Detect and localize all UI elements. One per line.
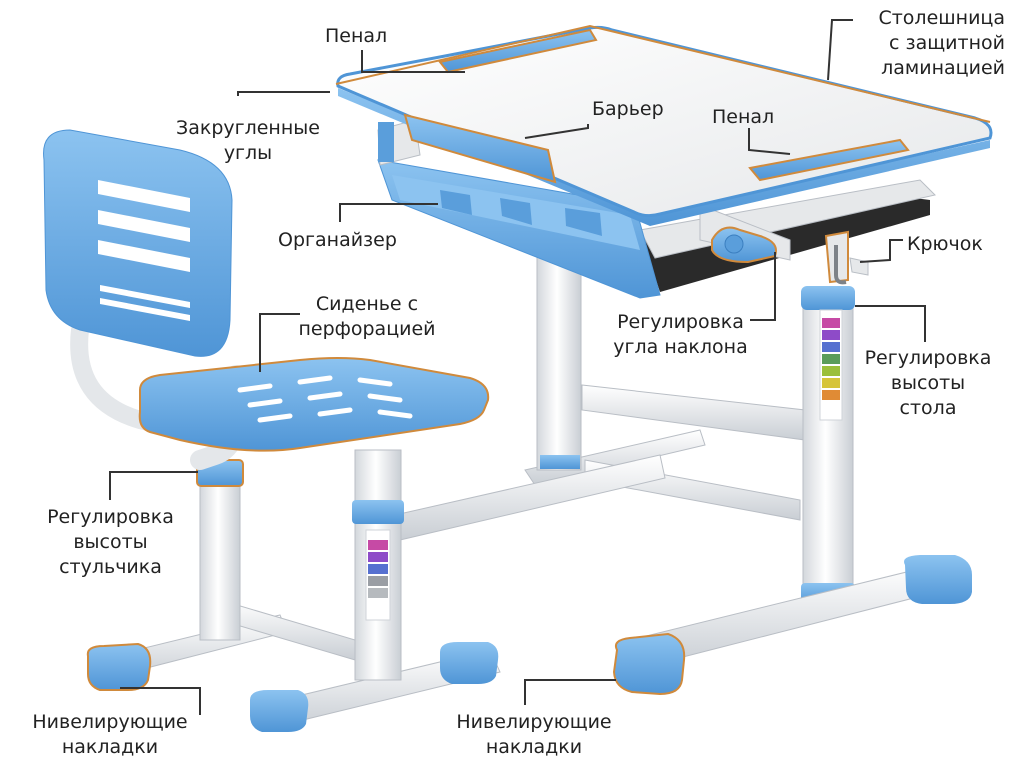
chair-leveling-pad-right: [440, 642, 499, 684]
chair-backrest: [43, 129, 233, 357]
leader-hook: [859, 239, 903, 263]
label-pads-left: Нивелирующие накладки: [32, 711, 188, 758]
leader-barrier: [524, 124, 589, 139]
label-barrier: Барьер: [592, 98, 664, 120]
chair-seat: [138, 357, 490, 452]
leader-penal-right: [748, 128, 791, 155]
desk-leveling-pad-left: [612, 632, 686, 696]
leader-chair-height: [109, 471, 198, 500]
desk-back-foot: [524, 429, 706, 486]
label-chair-height: Регулировка высоты стульчика: [47, 506, 174, 578]
label-seat: Сиденье с перфорацией: [298, 293, 436, 340]
tilt-mechanism: [699, 204, 791, 264]
label-penal-top: Пенал: [325, 25, 388, 47]
label-pads-right: Нивелирующие накладки: [456, 711, 612, 758]
chair-leveling-pad-left: [86, 642, 152, 691]
desk-leveling-pad-right: [904, 555, 972, 604]
leader-rounded-corners: [237, 91, 330, 96]
desk-back-leg: [536, 254, 582, 471]
leader-tabletop: [827, 19, 853, 81]
leader-pads-left: [120, 687, 201, 715]
desk-pen-tray-right: [748, 138, 910, 182]
desk: [335, 24, 993, 696]
label-organizer: Органайзер: [278, 229, 397, 251]
label-rounded-corners: Закругленные углы: [176, 117, 320, 164]
label-tilt: Регулировка угла наклона: [613, 311, 748, 358]
desk-barrier: [403, 113, 557, 184]
label-desk-height: Регулировка высоты стола: [864, 347, 992, 419]
leader-lines: [109, 19, 926, 715]
leader-organizer: [339, 203, 438, 222]
desk-pen-tray-top: [438, 28, 598, 74]
desk-hook: [824, 230, 869, 285]
leader-desk-height: [855, 305, 926, 342]
leader-penal-top: [361, 50, 465, 73]
leader-seat: [259, 313, 300, 372]
label-penal-right: Пенал: [712, 106, 775, 128]
label-hook: Крючок: [907, 233, 983, 255]
chair-leveling-pad-back: [250, 690, 309, 732]
chair: [43, 129, 501, 732]
leader-tilt: [750, 252, 776, 321]
leader-pads-right: [524, 679, 616, 705]
label-tabletop: Столешница с защитной ламинацией: [878, 7, 1005, 79]
